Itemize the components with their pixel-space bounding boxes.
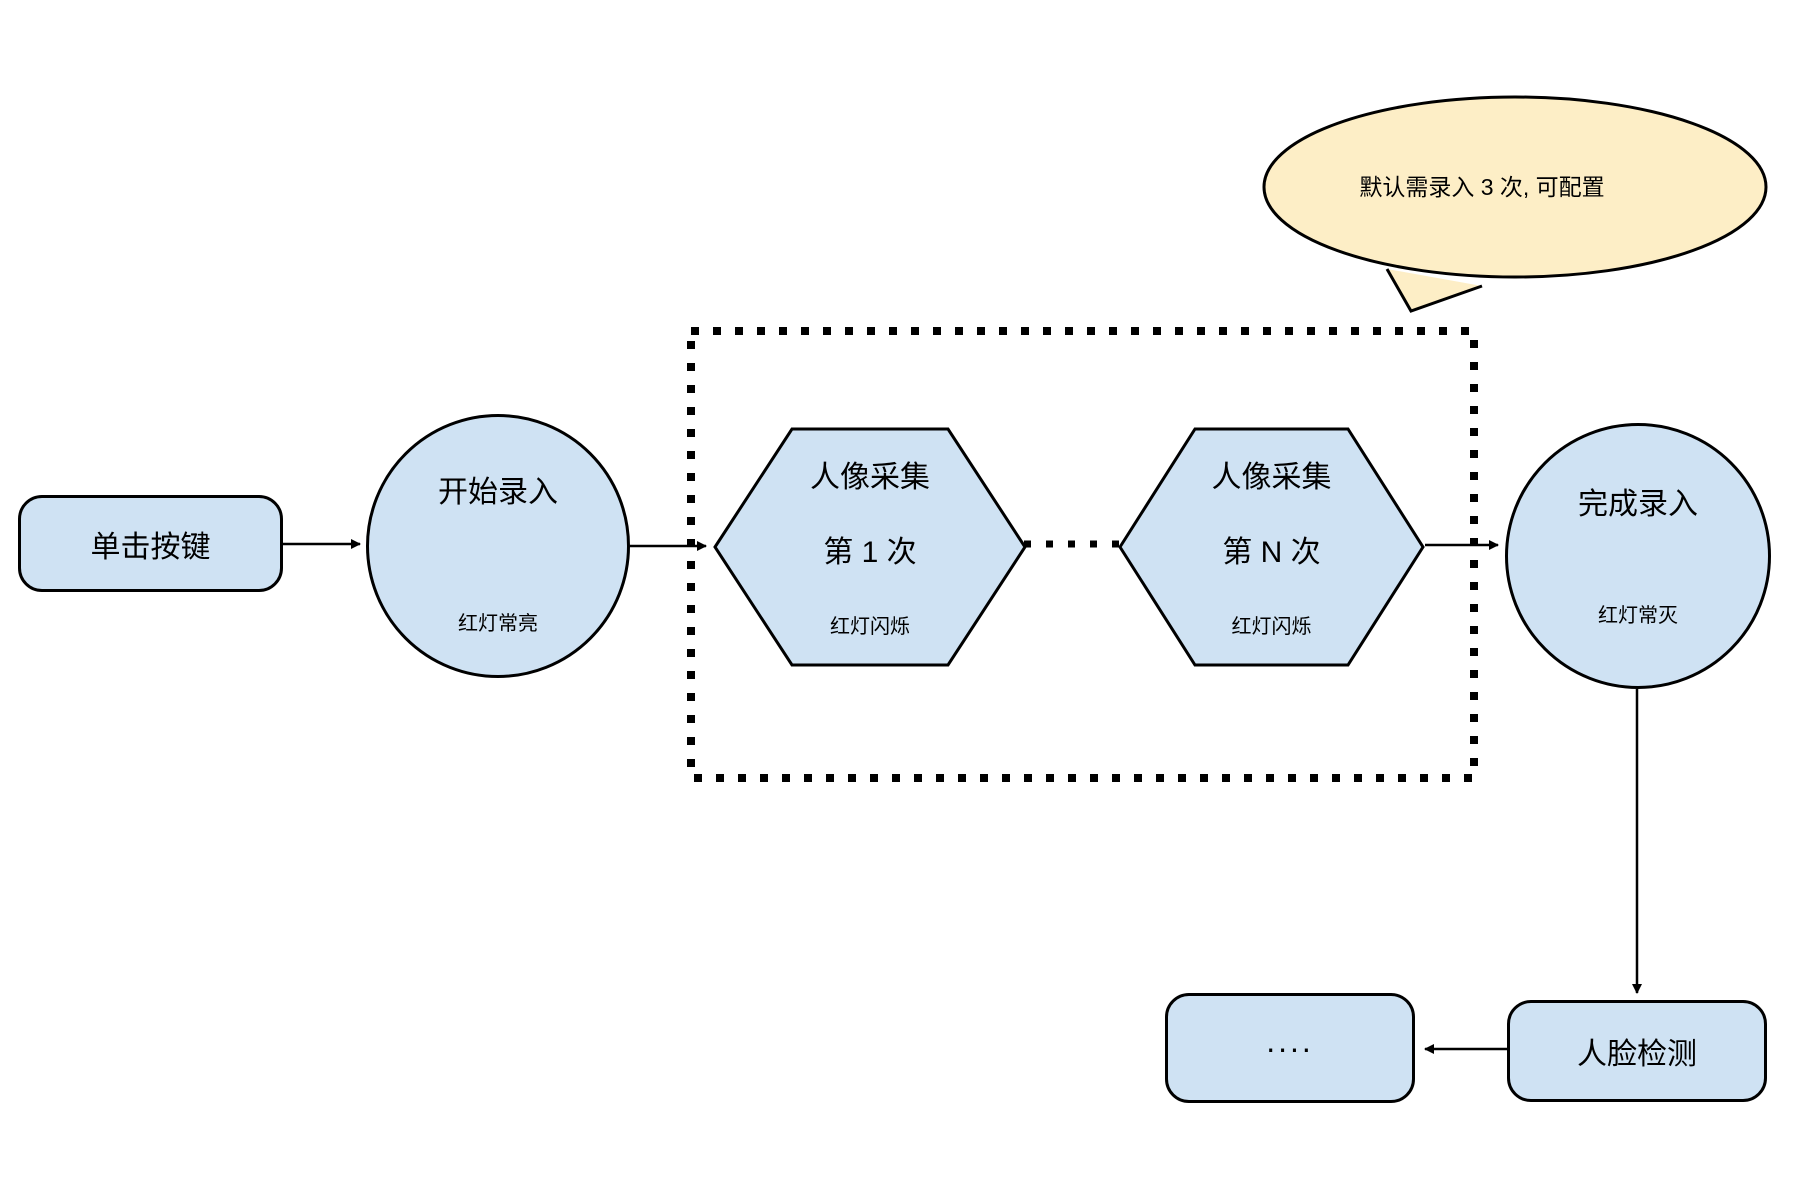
node-capture-nth-line2: 第 N 次 [1222, 536, 1321, 569]
node-capture-first: 人像采集 第 1 次 红灯闪烁 [713, 427, 1027, 667]
node-ellipsis-box: .... [1165, 993, 1415, 1103]
callout-bubble [1262, 95, 1768, 313]
node-start-record: 开始录入 红灯常亮 [366, 414, 630, 678]
callout-ellipse [1262, 95, 1768, 279]
node-finish-record: 完成录入 红灯常灭 [1505, 423, 1771, 689]
node-start-record-label: 开始录入 [438, 476, 558, 509]
callout-text: 默认需录入 3 次, 可配置 [1359, 174, 1605, 200]
node-capture-first-line2: 第 1 次 [823, 536, 917, 569]
node-finish-record-sublabel: 红灯常灭 [1598, 605, 1678, 627]
node-capture-first-sublabel: 红灯闪烁 [830, 616, 910, 638]
node-start-record-sublabel: 红灯常亮 [458, 613, 538, 635]
node-capture-first-line1: 人像采集 [810, 461, 930, 494]
hexagon-shape [1118, 427, 1425, 667]
callout-tail [1385, 268, 1483, 313]
node-face-detect: 人脸检测 [1507, 1000, 1767, 1102]
node-press-button-label: 单击按键 [90, 530, 211, 564]
node-capture-nth-line1: 人像采集 [1211, 461, 1332, 494]
node-face-detect-label: 人脸检测 [1577, 1038, 1697, 1071]
node-finish-record-label: 完成录入 [1578, 488, 1698, 521]
node-ellipsis-box-label: .... [1266, 1022, 1314, 1059]
node-press-button: 单击按键 [18, 495, 283, 592]
node-capture-nth: 人像采集 第 N 次 红灯闪烁 [1118, 427, 1425, 667]
node-capture-nth-sublabel: 红灯闪烁 [1231, 616, 1312, 638]
hexagon-shape [713, 427, 1027, 667]
